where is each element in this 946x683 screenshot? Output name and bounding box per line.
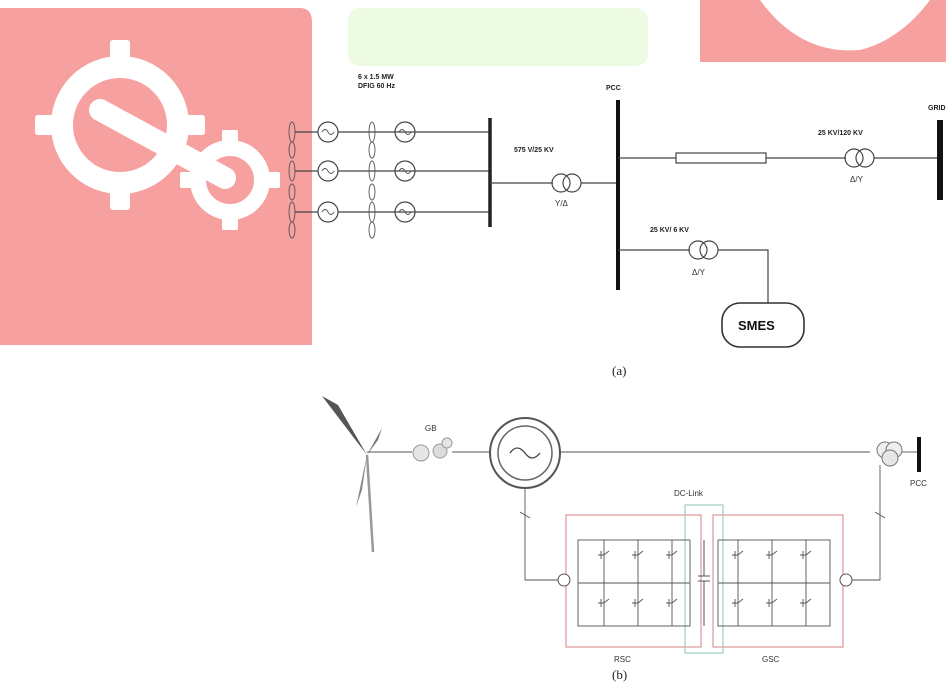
transformer-25kv-120kv [844,148,875,168]
line-transformer-winding: Δ/Y [850,175,864,184]
rsc-label: RSC [614,655,631,664]
dfig-generator-icon [394,160,416,182]
diagram-b: GB PCC DC-Link [322,396,927,682]
gsc-label: GSC [762,655,780,664]
gear-teeth-icon [35,40,280,230]
rsc-filter-icon [557,573,571,587]
generator-icon [489,417,561,489]
watermark [0,0,946,345]
gsc-converter-box [712,514,844,648]
dc-link-capacitor [698,540,710,626]
wind-farm-label-2: DFIG 60 Hz [358,83,395,90]
dc-link-label: DC-Link [674,489,704,498]
generator-row [288,201,490,223]
transmission-line [675,152,767,164]
pcc-transformer-icon [876,441,903,467]
dc-link-box [684,504,724,654]
transformer-25kv-6kv [688,240,719,260]
pcc-label-b: PCC [910,479,927,488]
gsc-filter-icon [839,573,853,587]
line-transformer-label: 25 KV/120 KV [818,130,863,137]
caption-b: (b) [612,667,627,682]
dfig-generator-icon [394,201,416,223]
grid-label: GRID [928,105,946,112]
gearbox-label: GB [425,424,437,433]
rsc-converter-box [565,514,702,648]
wind-turbine-icon [322,396,412,553]
transformer-1-label: 575 V/25 KV [514,147,554,154]
caption-a: (a) [612,363,626,378]
wind-farm-label-1: 6 x 1.5 MW [358,74,394,81]
smes-unit [721,302,805,348]
pcc-label-a: PCC [606,85,621,92]
watermark-white-arc [760,0,930,51]
transformer-1-winding: Y/Δ [555,199,569,208]
generator-rows [288,121,490,239]
gears-icon [51,56,270,220]
dfig-generator-icon [394,121,416,143]
watermark-green-panel [348,8,648,66]
gsc-switches [717,539,831,627]
transformer-575v-25kv [551,173,582,193]
smes-transformer-winding: Δ/Y [692,268,706,277]
generator-row [288,160,490,182]
smes-label: SMES [738,318,775,333]
generator-row [288,121,490,143]
gearbox-icon [412,437,453,462]
diagram-a: 6 x 1.5 MW DFIG 60 Hz [288,74,946,378]
smes-transformer-label: 25 KV/ 6 KV [650,227,689,234]
rsc-switches [577,539,691,627]
